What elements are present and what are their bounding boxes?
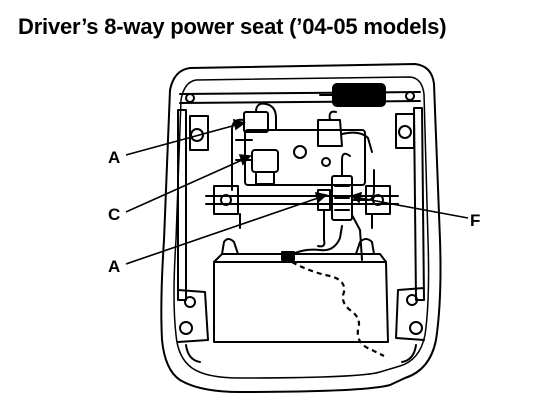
arrowhead-f (350, 191, 363, 204)
seat-frame-outline (160, 63, 442, 393)
leader-line-f (359, 197, 469, 219)
right-rail-bracket-lower (395, 287, 425, 341)
cushion-pan-lip (213, 253, 387, 263)
crossbar-bolt-right (405, 91, 415, 101)
slide-motor (251, 149, 279, 173)
callout-a-upper: A (108, 148, 120, 167)
callout-c: C (108, 205, 120, 224)
cushion-pan (213, 261, 389, 343)
arrowhead-c (238, 154, 252, 166)
leader-line-a-lower (125, 197, 319, 265)
page-title: Driver’s 8-way power seat (’04-05 models… (18, 14, 447, 39)
wire-harness-solid (285, 225, 343, 259)
left-rail-bracket-lower (177, 289, 209, 343)
arrowhead-a-upper (232, 118, 246, 131)
leader-line-c (125, 159, 243, 213)
front-height-motor (332, 83, 386, 107)
arrowhead-a-lower (314, 191, 328, 204)
callout-f: F (470, 211, 480, 230)
leader-line-a-upper (125, 124, 237, 156)
wire-route-dashed (291, 261, 385, 357)
callout-a-lower: A (108, 257, 120, 276)
seat-frame-inner (173, 76, 430, 379)
recline-motor (317, 119, 343, 147)
crossbar-bolt-left (185, 93, 195, 103)
right-rail (413, 107, 425, 301)
